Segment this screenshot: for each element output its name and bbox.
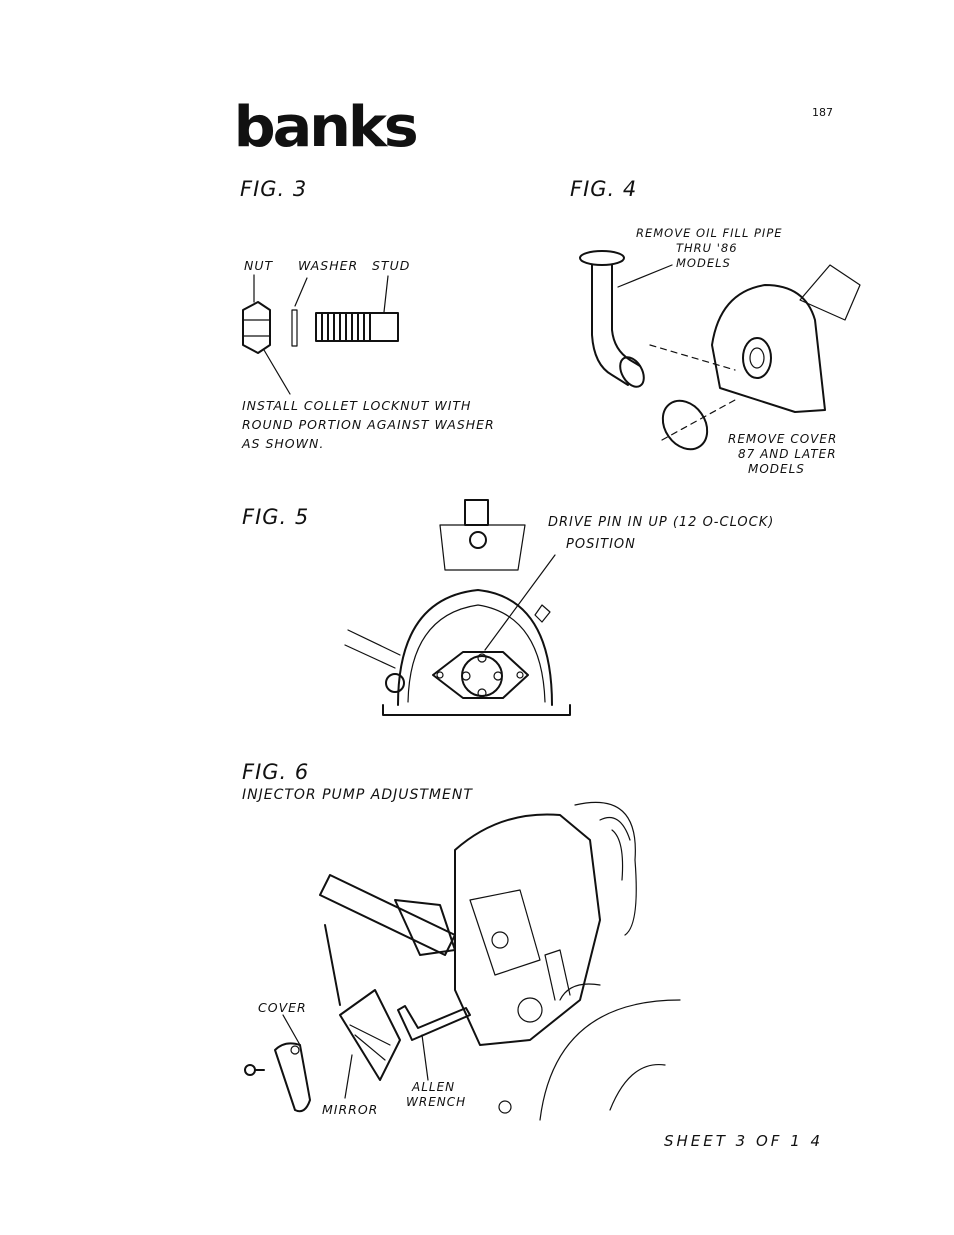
fig6-subtitle: INJECTOR PUMP ADJUSTMENT [242,787,473,803]
fig3-nut-label: NUT [244,258,274,273]
fig4-cover-line: REMOVE COVER [728,432,838,446]
fig6-allen-wrench-label: ALLEN WRENCH [406,1080,466,1110]
fig3-drawing [242,274,399,395]
fig6-cover-label: COVER [258,1000,307,1015]
fig5-title: FIG. 5 [242,505,310,529]
fig6-drawing [244,801,681,1121]
fig3-washer-label: WASHER [298,258,359,273]
page-number: 187 [812,106,833,119]
fig6-title: FIG. 6 [242,760,310,784]
fig3-note-line: INSTALL COLLET LOCKNUT WITH [242,398,472,413]
fig3-stud-label: STUD [372,258,411,273]
banks-logo: banks [233,95,419,160]
fig4-title: FIG. 4 [570,177,638,201]
fig3-note: INSTALL COLLET LOCKNUT WITH ROUND PORTIO… [242,396,495,453]
fig3-title: FIG. 3 [240,177,308,201]
fig6-allen-line: WRENCH [406,1095,467,1109]
fig4-oil-pipe-line: REMOVE OIL FILL PIPE [636,226,783,240]
fig4-cover-note: REMOVE COVER 87 AND LATER MODELS [728,432,837,477]
fig4-oil-pipe-line: MODELS [676,256,731,270]
fig6-mirror-label: MIRROR [322,1102,379,1117]
fig5-drawing [344,499,571,716]
fig5-note-line: POSITION [566,537,636,552]
fig5-note: DRIVE PIN IN UP (12 O-CLOCK) POSITION [548,512,774,556]
fig4-oil-pipe-line: THRU '86 [676,241,738,255]
fig6-allen-line: ALLEN [412,1080,456,1094]
fig3-note-line: AS SHOWN. [242,436,325,451]
fig4-oil-pipe-note: REMOVE OIL FILL PIPE THRU '86 MODELS [636,226,783,271]
fig4-cover-line: MODELS [748,462,805,476]
sheet-number: SHEET 3 OF 1 4 [664,1132,824,1150]
fig4-drawing [579,250,861,451]
fig5-note-line: DRIVE PIN IN UP (12 O-CLOCK) [548,515,775,530]
fig4-cover-line: 87 AND LATER [738,447,837,461]
fig3-note-line: ROUND PORTION AGAINST WASHER [242,417,495,432]
